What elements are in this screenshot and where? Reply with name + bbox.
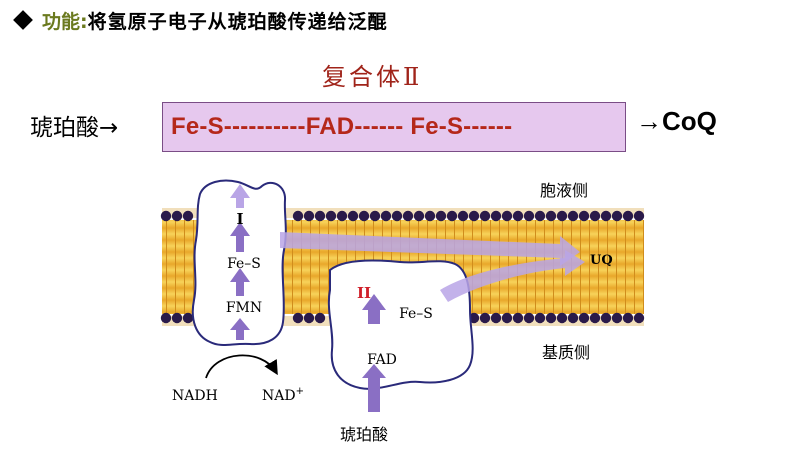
- lipid-head: [314, 312, 326, 324]
- uq-label: UQ: [590, 253, 613, 268]
- lipid-head: [578, 210, 590, 222]
- electron-chain-text: Fe-S----------FAD------ Fe-S------: [171, 113, 513, 140]
- lipid-head: [171, 312, 183, 324]
- complex-1-fes-label: Fe–S: [227, 256, 261, 272]
- lipid-head: [347, 210, 359, 222]
- lipid-head: [336, 210, 348, 222]
- lipid-heads-bottom: [160, 312, 645, 324]
- nad-text: NAD: [262, 388, 296, 404]
- lipid-head: [622, 312, 634, 324]
- function-label: 功能:: [42, 10, 88, 33]
- lipid-head: [567, 210, 579, 222]
- lipid-head: [600, 312, 612, 324]
- nad-label: NAD+: [262, 386, 304, 404]
- lipid-head: [556, 210, 568, 222]
- lipid-head: [633, 210, 645, 222]
- lipid-head: [534, 312, 546, 324]
- complex-2-label: II: [357, 284, 371, 302]
- lipid-head: [589, 312, 601, 324]
- lipid-head: [446, 210, 458, 222]
- lipid-head: [314, 210, 326, 222]
- complex1-internal-arrow-mid: [230, 268, 250, 296]
- lipid-head: [479, 210, 491, 222]
- lipid-head: [160, 312, 172, 324]
- lipid-head: [292, 210, 304, 222]
- complex2-to-uq-arrow: [440, 250, 585, 302]
- lipid-head: [358, 210, 370, 222]
- lipid-head: [512, 312, 524, 324]
- lipid-head: [369, 210, 381, 222]
- lipid-head: [160, 210, 172, 222]
- complex2-internal-arrow-top: [362, 294, 386, 324]
- lipid-head: [523, 312, 535, 324]
- lipid-head: [490, 312, 502, 324]
- lipid-head: [501, 210, 513, 222]
- lipid-head: [589, 210, 601, 222]
- lipid-head: [325, 210, 337, 222]
- lipid-head: [424, 210, 436, 222]
- lipid-head: [380, 210, 392, 222]
- nad-superscript: +: [296, 386, 304, 397]
- lipid-head: [534, 210, 546, 222]
- lipid-head: [545, 312, 557, 324]
- nadh-to-nad-arrow: [205, 354, 278, 379]
- lipid-head: [545, 210, 557, 222]
- complex-2-fes-label: Fe–S: [399, 306, 433, 322]
- lipid-head: [479, 312, 491, 324]
- complex-2-fad-label: FAD: [367, 352, 397, 368]
- lipid-head: [611, 312, 623, 324]
- function-header: 功能: 将氢原子电子从琥珀酸传递给泛醌: [12, 5, 388, 35]
- lipid-head: [413, 210, 425, 222]
- complex-1-protein: [191, 179, 287, 347]
- complex-2-protein: [327, 259, 474, 390]
- lipid-head: [457, 210, 469, 222]
- lipid-head: [556, 312, 568, 324]
- lipid-head: [578, 312, 590, 324]
- lipid-head: [182, 312, 194, 324]
- lipid-head: [490, 210, 502, 222]
- product-label: →CoQ: [636, 106, 717, 136]
- lipid-head: [468, 210, 480, 222]
- cytosol-side-label: 胞液侧: [540, 181, 588, 200]
- lipid-heads-top: [160, 210, 645, 222]
- lipid-head: [303, 312, 315, 324]
- nadh-label: NADH: [172, 388, 218, 404]
- lipid-head: [512, 210, 524, 222]
- lipid-head: [171, 210, 183, 222]
- lipid-head: [622, 210, 634, 222]
- lipid-head: [402, 210, 414, 222]
- lipid-head: [501, 312, 513, 324]
- lipid-head: [391, 210, 403, 222]
- function-description: 将氢原子电子从琥珀酸传递给泛醌: [87, 10, 388, 33]
- complex1-internal-arrow-top: [230, 222, 250, 252]
- complex2-internal-arrow-low: [362, 364, 386, 412]
- complex1-to-uq-arrow: [280, 232, 580, 266]
- complex1-internal-arrow-low: [230, 318, 250, 340]
- succinate-label: 琥珀酸: [340, 425, 388, 444]
- lipid-head: [567, 312, 579, 324]
- lipid-head: [435, 210, 447, 222]
- complex-title: 复合体Ⅱ: [322, 63, 423, 91]
- substrate-label: 琥珀酸→: [30, 115, 119, 141]
- complex1-internal-arrow-upper: [230, 184, 250, 208]
- lipid-head: [600, 210, 612, 222]
- lipid-head: [611, 210, 623, 222]
- matrix-side-label: 基质侧: [542, 343, 590, 362]
- lipid-head: [303, 210, 315, 222]
- lipid-head: [292, 312, 304, 324]
- electron-chain-box: Fe-S----------FAD------ Fe-S------: [162, 102, 626, 152]
- lipid-head: [633, 312, 645, 324]
- lipid-head: [523, 210, 535, 222]
- complex-1-label: I: [236, 210, 243, 228]
- complex-1-fmn-label: FMN: [226, 300, 262, 316]
- lipid-head: [182, 210, 194, 222]
